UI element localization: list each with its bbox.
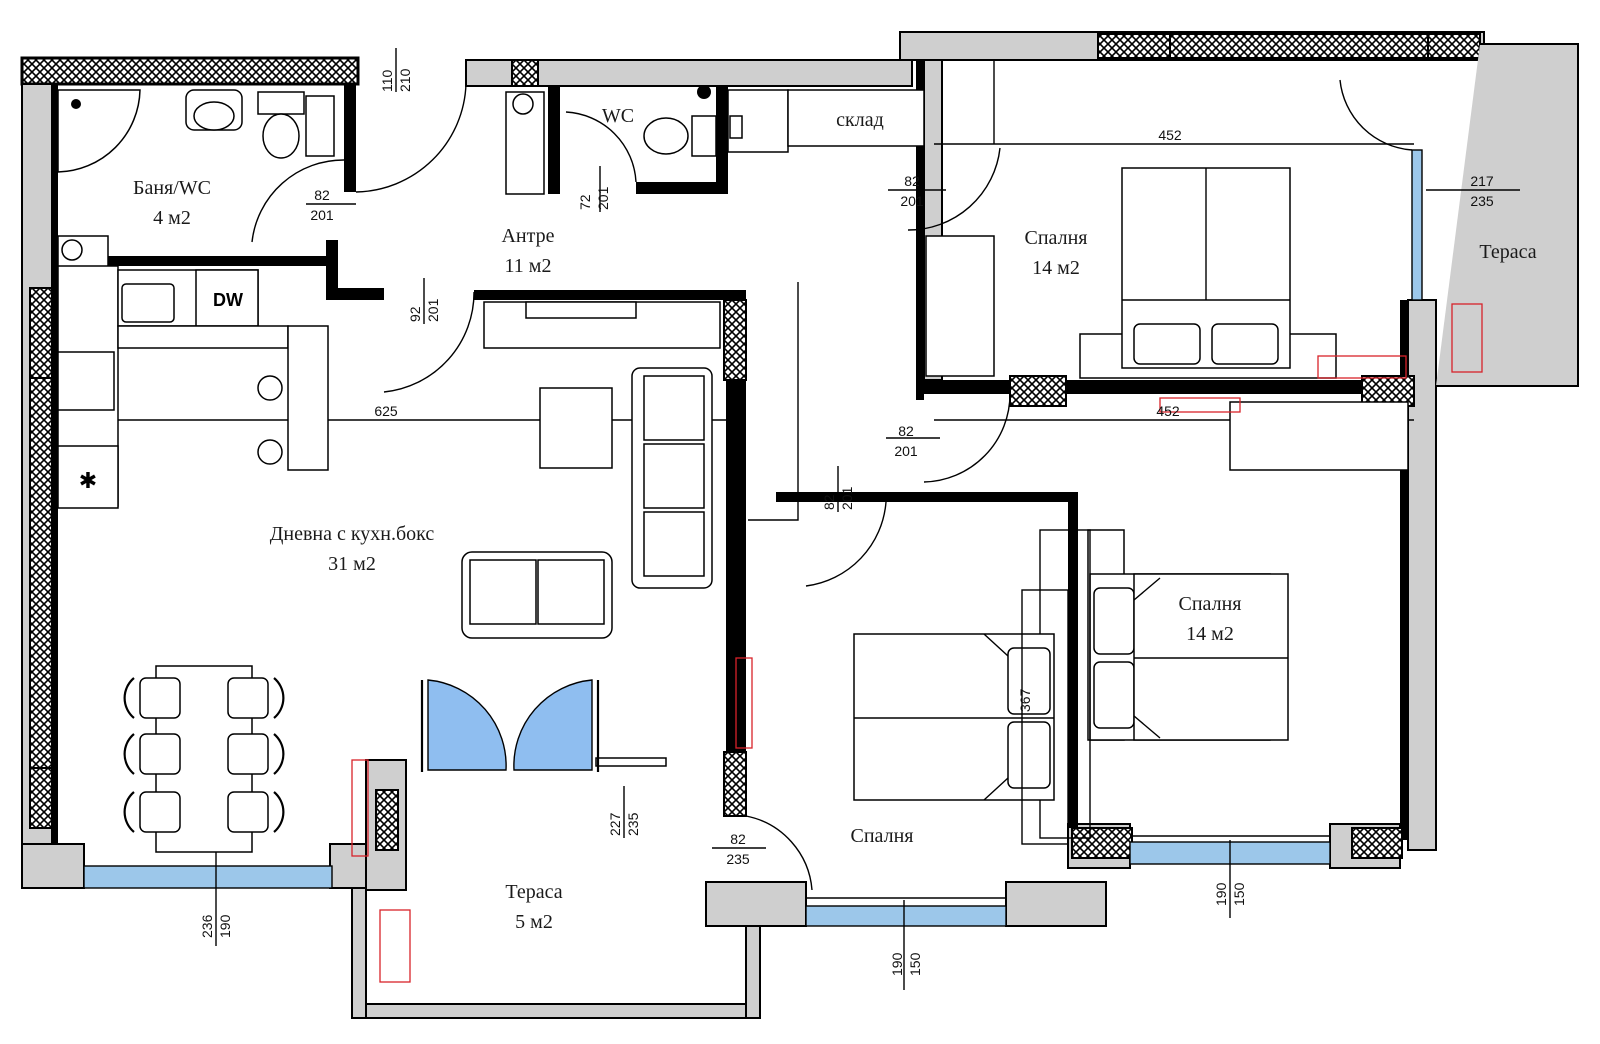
windows [83, 757, 1331, 927]
dishwasher-label: DW [213, 290, 243, 310]
dim-terrace-a: 217 [1470, 173, 1494, 189]
bedroom-ne-name: Спалня [1025, 227, 1088, 249]
dim-entry-b: 210 [397, 68, 413, 92]
dim-win-bed-se-a: 190 [1213, 882, 1229, 906]
living-furniture [123, 282, 799, 853]
dim-living-b: 201 [425, 298, 441, 322]
doors [251, 79, 1413, 891]
bedroom-se-furniture [1039, 529, 1289, 839]
dim-bed-se-width: 452 [1156, 403, 1180, 419]
hall-name: Антре [501, 225, 554, 247]
radiators [351, 303, 1483, 983]
dim-bath-a: 82 [314, 187, 330, 203]
dim-living-a: 92 [407, 306, 423, 322]
storage-name: склад [836, 109, 884, 131]
bedroom-s-name: Спалня [851, 825, 914, 847]
terrace-east-outline [1411, 43, 1579, 387]
bedroom-se-area: 14 м2 [1186, 623, 1234, 645]
dim-living-width: 625 [374, 403, 398, 419]
dim-bed-s-door-b: 201 [839, 486, 855, 510]
bedroom-ne-furniture [925, 60, 1409, 471]
dim-bed-s-door-a: 82 [821, 494, 837, 510]
dishwasher [195, 269, 259, 327]
living-area: 31 м2 [328, 553, 376, 575]
bedroom-se-name: Спалня [1179, 593, 1242, 615]
wc-fixtures [505, 85, 925, 195]
bath-area: 4 м2 [153, 207, 191, 229]
dimension-labels: 110 210 82 201 72 201 82 201 452 217 235… [199, 68, 1494, 976]
bedroom-s-furniture [853, 589, 1069, 845]
dim-store-b: 201 [900, 193, 924, 209]
hall-area: 11 м2 [505, 255, 552, 277]
dim-terrace-b: 235 [1470, 193, 1494, 209]
dim-ter-s-b: 235 [625, 812, 641, 836]
dim-entry-a: 110 [379, 69, 395, 92]
dim-wc-b: 201 [595, 186, 611, 210]
dim-store-a: 82 [904, 173, 920, 189]
dim-wc-a: 72 [577, 194, 593, 210]
room-labels: Баня/WC 4 м2 WC Антре 11 м2 склад Спалня… [133, 105, 1537, 933]
exterior-walls [20, 31, 1485, 1019]
kitchen-fixtures: DW ✱ [57, 235, 329, 509]
dim-ter-s-a: 227 [607, 812, 623, 836]
dim-bed-se-door-b: 201 [894, 443, 918, 459]
dim-bath-b: 201 [310, 207, 334, 223]
dim-win-bed-se-b: 150 [1231, 882, 1247, 906]
dim-bed-se-door-a: 82 [898, 423, 914, 439]
dim-ter-side-b: 235 [726, 851, 750, 867]
bedroom-ne-area: 14 м2 [1032, 257, 1080, 279]
wc-name: WC [602, 105, 634, 127]
dim-win-bed-s-b: 150 [907, 952, 923, 976]
window-living [83, 865, 333, 889]
bath-name: Баня/WC [133, 177, 211, 199]
cooling-icon: ✱ [79, 469, 97, 494]
dim-ter-side-a: 82 [730, 831, 746, 847]
bathroom-fixtures [57, 89, 335, 173]
dim-win-bed-s-a: 190 [889, 952, 905, 976]
dim-bed-s-depth: 367 [1017, 688, 1033, 712]
window-bedroom-s [805, 905, 1007, 927]
terrace-s-name: Тераса [505, 881, 562, 903]
dim-win-living-a: 236 [199, 914, 215, 938]
dim-bed-ne-width: 452 [1158, 127, 1182, 143]
terrace-s-area: 5 м2 [515, 911, 553, 933]
living-name: Дневна с кухн.бокс [270, 523, 435, 545]
terrace-e-name: Тераса [1479, 241, 1536, 263]
dim-win-living-b: 190 [217, 914, 233, 938]
